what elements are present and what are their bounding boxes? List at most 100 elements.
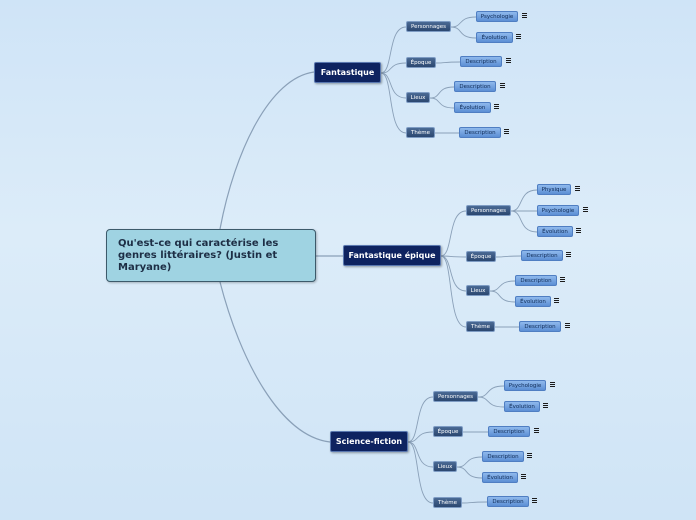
topic-label: Lieux <box>437 463 453 470</box>
item-science-fiction-personnages-psychologie[interactable]: Psychologie <box>504 380 546 391</box>
item-fantastique-lieux-description[interactable]: Description <box>454 81 496 92</box>
item-label: Description <box>487 453 519 460</box>
item-fantastique-personnages-psychologie[interactable]: Psychologie <box>476 11 518 22</box>
item-fantastique-lieux-evolution[interactable]: Évolution <box>454 102 491 113</box>
topic-fantastique-personnages[interactable]: Personnages <box>406 21 451 32</box>
notes-icon[interactable] <box>527 453 532 458</box>
topic-science-fiction-personnages[interactable]: Personnages <box>433 391 478 402</box>
notes-icon[interactable] <box>521 474 526 479</box>
notes-icon[interactable] <box>516 34 521 39</box>
topic-fantastique-epique-epoque[interactable]: Époque <box>466 251 496 262</box>
item-label: Description <box>464 129 496 136</box>
connector-line <box>477 396 505 408</box>
item-label: Description <box>459 83 491 90</box>
notes-icon[interactable] <box>575 186 580 191</box>
topic-fantastique-epique-personnages[interactable]: Personnages <box>466 205 511 216</box>
connector-line <box>435 61 461 64</box>
notes-icon[interactable] <box>560 277 565 282</box>
item-fantastique-epique-personnages-psychologie[interactable]: Psychologie <box>537 205 579 216</box>
topic-fantastique-epique-theme[interactable]: Thème <box>466 321 495 332</box>
notes-icon[interactable] <box>522 13 527 18</box>
notes-icon[interactable] <box>504 129 509 134</box>
connector-line <box>407 431 434 443</box>
connector-line <box>429 97 455 109</box>
topic-label: Époque <box>470 253 492 260</box>
notes-icon[interactable] <box>543 403 548 408</box>
connector-line <box>456 466 483 479</box>
notes-icon[interactable] <box>565 323 570 328</box>
connector-central-fantastique <box>219 71 315 230</box>
notes-icon[interactable] <box>500 83 505 88</box>
connector-line <box>461 501 488 504</box>
item-fantastique-theme-description[interactable]: Description <box>459 127 501 138</box>
item-fantastique-epique-personnages-physique[interactable]: Physique <box>537 184 571 195</box>
item-science-fiction-lieux-description[interactable]: Description <box>482 451 524 462</box>
item-fantastique-epique-lieux-description[interactable]: Description <box>515 275 557 286</box>
topic-fantastique-theme[interactable]: Thème <box>406 127 435 138</box>
item-label: Psychologie <box>508 382 542 389</box>
notes-icon[interactable] <box>583 207 588 212</box>
notes-icon[interactable] <box>554 298 559 303</box>
topic-label: Personnages <box>470 207 507 214</box>
connector-line <box>450 26 477 39</box>
item-fantastique-epique-theme-description[interactable]: Description <box>519 321 561 332</box>
item-fantastique-epique-epoque-description[interactable]: Description <box>521 250 563 261</box>
item-label: Description <box>493 428 525 435</box>
connector-line <box>380 26 407 74</box>
item-label: Psychologie <box>541 207 575 214</box>
item-fantastique-personnages-evolution[interactable]: Évolution <box>476 32 513 43</box>
topic-label: Thème <box>438 499 457 506</box>
branch-label: Science-fiction <box>335 437 403 446</box>
connector-line <box>489 280 516 292</box>
topic-label: Personnages <box>410 23 447 30</box>
connector-line <box>380 72 407 99</box>
connector-central-science-fiction <box>219 281 331 443</box>
item-label: Évolution <box>509 403 535 410</box>
branch-fantastique[interactable]: Fantastique <box>314 62 381 83</box>
notes-icon[interactable] <box>532 498 537 503</box>
notes-icon[interactable] <box>576 228 581 233</box>
item-label: Évolution <box>481 34 508 41</box>
notes-icon[interactable] <box>506 58 511 63</box>
connector-line <box>407 441 434 504</box>
notes-icon[interactable] <box>534 428 539 433</box>
connector-line <box>456 456 483 468</box>
notes-icon[interactable] <box>494 104 499 109</box>
topic-science-fiction-epoque[interactable]: Époque <box>433 426 463 437</box>
notes-icon[interactable] <box>550 382 555 387</box>
connector-line <box>380 72 407 134</box>
item-science-fiction-lieux-evolution[interactable]: Évolution <box>482 472 518 483</box>
topic-science-fiction-lieux[interactable]: Lieux <box>433 461 457 472</box>
item-label: Description <box>526 252 558 259</box>
branch-fantastique-epique[interactable]: Fantastique épique <box>343 245 441 266</box>
item-label: Évolution <box>487 474 513 481</box>
connector-line <box>510 210 538 233</box>
item-fantastique-epoque-description[interactable]: Description <box>460 56 502 67</box>
item-label: Psychologie <box>480 13 514 20</box>
item-science-fiction-personnages-evolution[interactable]: Évolution <box>504 401 540 412</box>
item-label: Évolution <box>520 298 546 305</box>
item-fantastique-epique-lieux-evolution[interactable]: Évolution <box>515 296 551 307</box>
topic-fantastique-epoque[interactable]: Époque <box>406 57 436 68</box>
connector-line <box>450 16 477 28</box>
item-science-fiction-epoque-description[interactable]: Description <box>488 426 530 437</box>
topic-label: Personnages <box>437 393 474 400</box>
item-fantastique-epique-personnages-evolution[interactable]: Évolution <box>537 226 573 237</box>
central-topic-label: Qu'est-ce qui caractérise les genres lit… <box>118 237 279 273</box>
topic-science-fiction-theme[interactable]: Thème <box>433 497 462 508</box>
connector-line <box>440 255 467 328</box>
item-science-fiction-theme-description[interactable]: Description <box>487 496 529 507</box>
topic-label: Thème <box>471 323 490 330</box>
central-topic[interactable]: Qu'est-ce qui caractérise les genres lit… <box>106 229 316 282</box>
topic-fantastique-epique-lieux[interactable]: Lieux <box>466 285 490 296</box>
topic-label: Époque <box>437 428 459 435</box>
topic-label: Thème <box>411 129 430 136</box>
connector-line <box>477 385 505 398</box>
topic-label: Lieux <box>470 287 486 294</box>
notes-icon[interactable] <box>566 252 571 257</box>
connector-line <box>510 189 538 212</box>
item-label: Description <box>524 323 556 330</box>
topic-fantastique-lieux[interactable]: Lieux <box>406 92 430 103</box>
branch-science-fiction[interactable]: Science-fiction <box>330 431 408 452</box>
